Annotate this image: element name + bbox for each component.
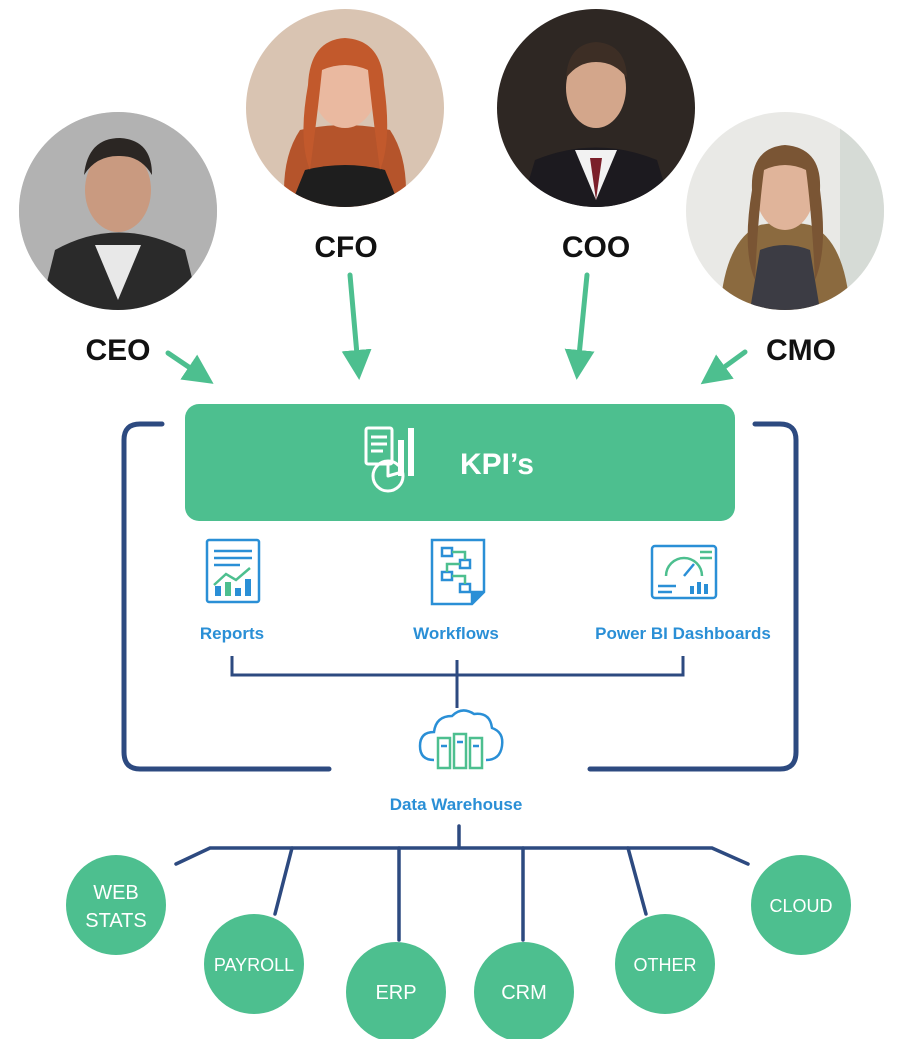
source-label-cloud: CLOUD [769,896,832,916]
kpi-banner [185,404,735,521]
source-node-erp: ERP [346,942,446,1039]
cloud-server-icon [418,709,504,770]
frame-right-bracket [587,421,799,772]
kpi-report-chart-icon [364,426,414,493]
source-label-crm: CRM [501,982,547,1004]
source-label-erp: ERP [375,982,416,1004]
arrow-cmo-to-kpi [700,349,748,385]
role-label-cfo: CFO [314,231,377,264]
cfo-portrait [246,9,444,207]
tool-label-reports: Reports [200,624,264,643]
arrow-coo-to-kpi [564,272,595,380]
sources-bus [174,846,750,866]
cmo-portrait [686,112,884,310]
arrow-cfo-to-kpi [341,272,372,380]
dashboard-gauge-icon [650,544,718,600]
source-node-crm: CRM [474,942,574,1039]
source-node-web-stats: WEB STATS [66,855,166,955]
source-label-stats: STATS [85,910,146,932]
source-label-payroll: PAYROLL [214,955,294,975]
source-label-other: OTHER [634,955,697,975]
data-warehouse-label: Data Warehouse [390,795,523,814]
kpi-title: KPI’s [460,448,534,481]
workflow-icon [430,538,486,606]
frame-left-bracket [121,421,332,772]
report-chart-icon [205,538,261,604]
role-label-cmo: CMO [766,334,836,367]
tool-label-workflows: Workflows [413,624,499,643]
connector-payroll [273,846,294,916]
role-label-ceo: CEO [85,334,150,367]
ceo-portrait [19,112,217,310]
source-node-payroll: PAYROLL [204,914,304,1014]
source-node-cloud: CLOUD [751,855,851,955]
connector-other [626,846,648,916]
tool-label-power-bi-dashboards: Power BI Dashboards [595,624,771,643]
source-node-other: OTHER [615,914,715,1014]
arrow-ceo-to-kpi [165,350,214,384]
role-label-coo: COO [562,231,630,264]
source-label-web: WEB [93,882,139,904]
coo-portrait [497,9,695,207]
